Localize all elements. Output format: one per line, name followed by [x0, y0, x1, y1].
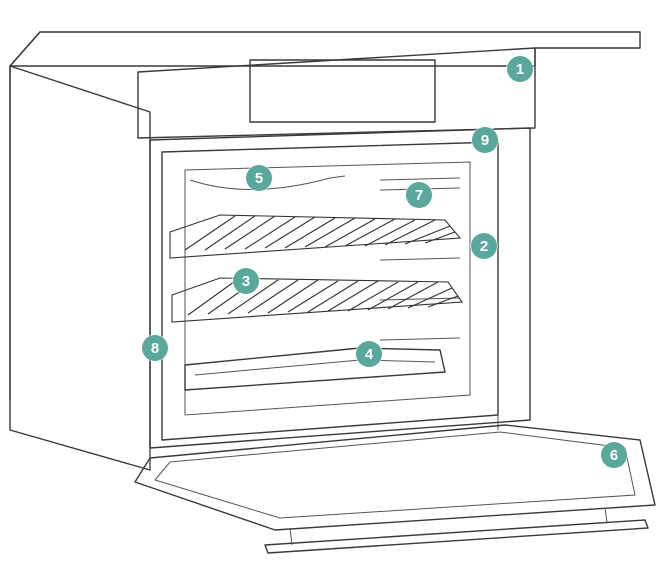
control-panel	[137, 47, 536, 139]
oven-top-edge	[9, 31, 41, 401]
callout-8-side-rail: 8	[142, 335, 168, 361]
lower-rack-wires	[187, 278, 459, 316]
display-window	[249, 59, 436, 123]
baking-tray	[184, 347, 446, 391]
lower-wire-rack	[171, 277, 464, 323]
oven-left-side	[9, 65, 151, 471]
callout-4-tray: 4	[356, 341, 382, 367]
callout-3-wire-rack: 3	[233, 268, 259, 294]
callout-9-door-seal: 9	[472, 127, 498, 153]
cavity-back-wall	[184, 161, 471, 416]
callout-1-control-panel: 1	[507, 56, 533, 82]
handle-mounts	[289, 507, 608, 546]
door-handle	[264, 519, 649, 554]
callout-7-lamp: 7	[406, 182, 432, 208]
oven-cavity	[161, 141, 499, 441]
upper-rack-wires	[184, 215, 456, 251]
tray-inner-edge	[194, 359, 436, 376]
front-frame	[149, 127, 531, 449]
oven-door	[134, 424, 656, 531]
upper-wire-rack	[169, 214, 462, 259]
door-glass	[154, 431, 636, 519]
callout-6-door: 6	[601, 442, 627, 468]
callout-5-heater: 5	[246, 165, 272, 191]
callout-2-shelf-support: 2	[471, 233, 497, 259]
